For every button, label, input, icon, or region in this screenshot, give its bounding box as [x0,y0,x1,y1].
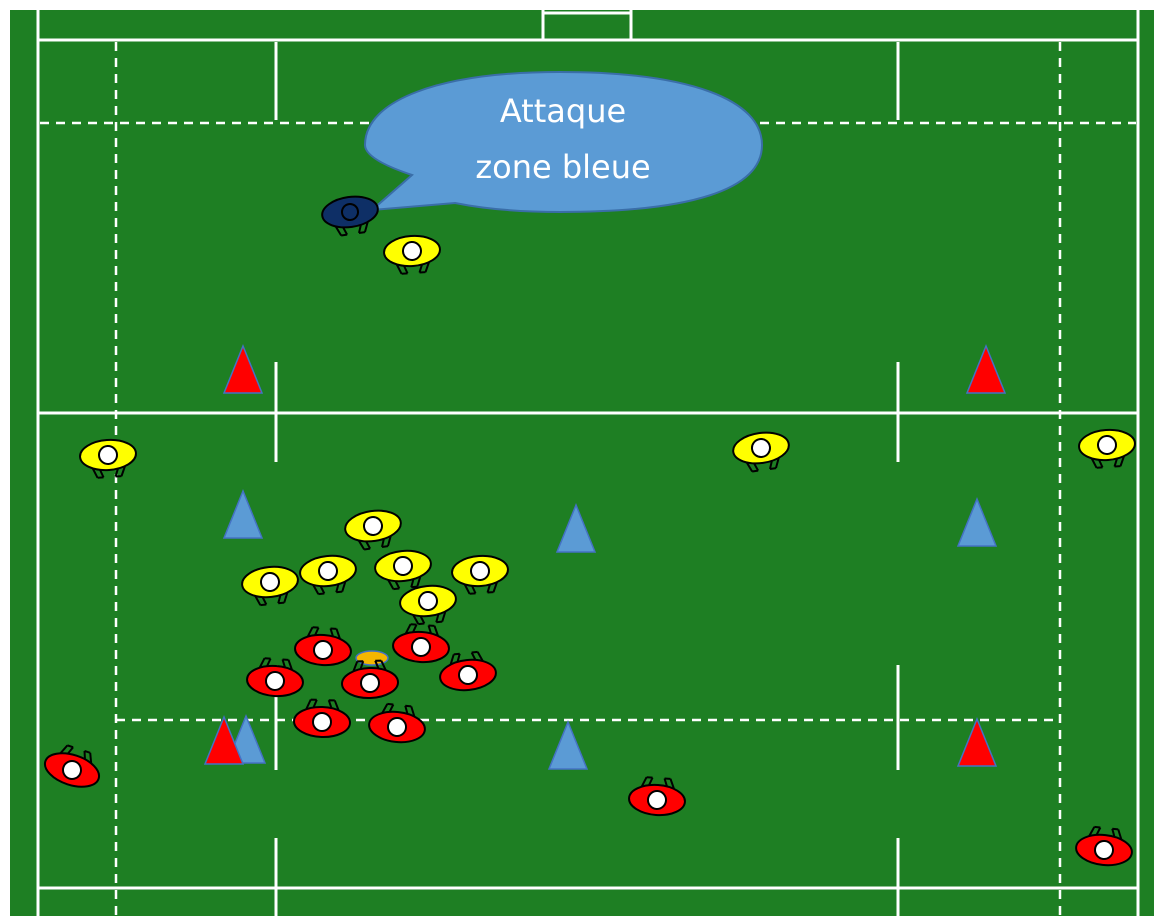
red-cone [203,714,245,765]
blue-cone [956,496,998,547]
yellow-player [451,554,509,596]
cones [203,343,1007,770]
yellow-player [241,565,299,607]
field-lines [36,10,1140,916]
red-player [628,775,686,817]
red-player [341,659,399,700]
yellow-player [383,234,441,276]
speech-callout: Attaque zone bleue [363,70,764,214]
callout-line-1: Attaque [500,92,626,130]
red-players [43,622,1133,867]
yellow-players [79,234,1136,626]
yellow-player [299,554,357,596]
red-player [439,650,497,692]
red-player [294,625,352,667]
yellow-player [79,438,137,480]
callout-line-2: zone bleue [475,148,650,186]
yellow-player [732,431,790,474]
blue-cone [222,488,264,539]
yellow-player [344,509,402,552]
red-player [246,656,304,698]
blue-cone [555,502,597,553]
red-cone [222,343,264,394]
red-player [368,702,426,744]
yellow-player [1078,428,1136,470]
yellow-player [374,549,432,591]
navy-player [321,195,379,238]
red-player [293,698,351,739]
blue-cone [547,719,589,770]
red-player [392,622,450,664]
red-cone [965,343,1007,394]
red-cone [956,716,998,767]
red-player [1075,825,1133,867]
red-player [43,742,101,788]
yellow-player [399,584,457,626]
